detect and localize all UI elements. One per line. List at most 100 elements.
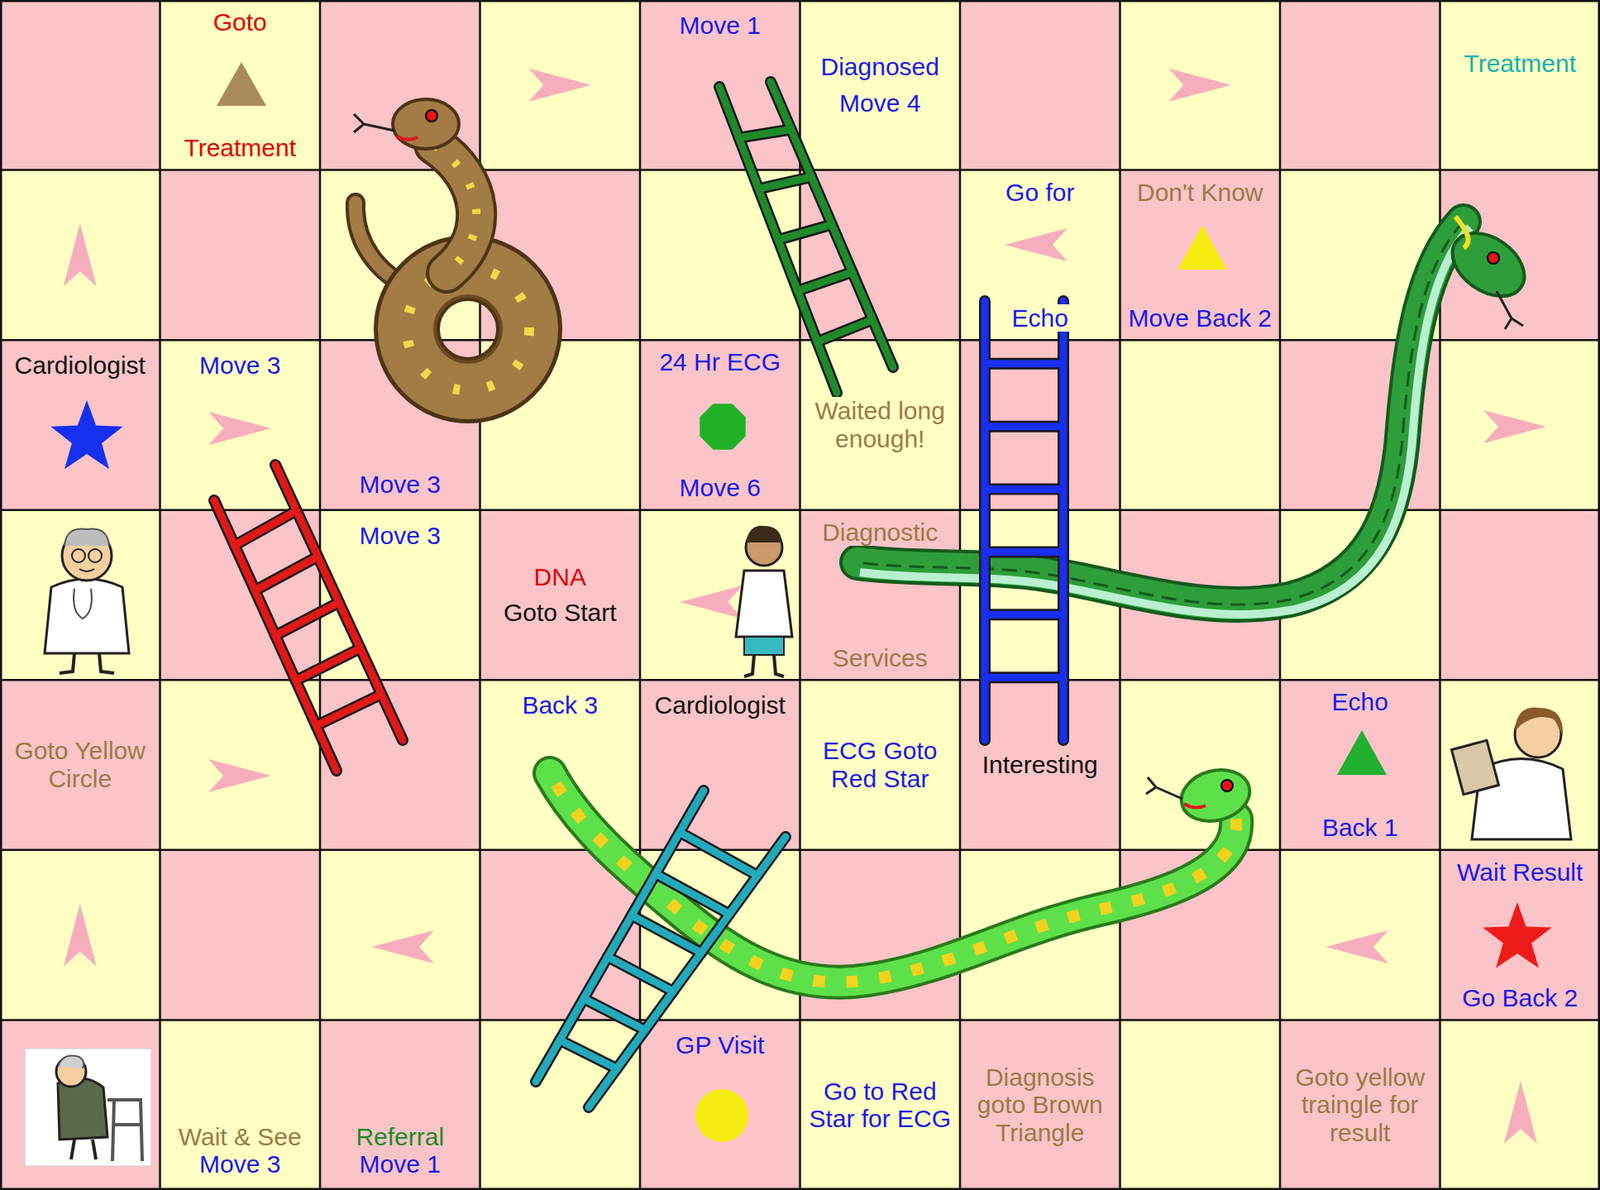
ladder-rail <box>275 464 403 741</box>
nurse-hair <box>1514 707 1563 736</box>
ladder-rung <box>679 831 758 875</box>
snake-mouth <box>1184 803 1206 808</box>
ladder-rung <box>984 358 1064 370</box>
ladder-rung <box>296 648 361 681</box>
brown-snake <box>353 99 530 391</box>
doctor-figure <box>44 528 129 674</box>
ladder-rung <box>315 694 382 726</box>
doctor-legs <box>744 654 784 677</box>
direction-arrow <box>1483 410 1547 444</box>
ladder-rung <box>559 1040 617 1070</box>
ladder-rung <box>631 915 702 953</box>
cell-text: Go Back 2 <box>1459 983 1581 1013</box>
cell-text: Cardiologist <box>12 351 149 380</box>
cell-text: Move 3 <box>196 351 283 380</box>
board-square <box>1440 339 1600 511</box>
snake-head <box>1440 219 1536 309</box>
cell-text: Echo <box>1329 687 1391 717</box>
board-square <box>800 0 961 171</box>
ladder-rung <box>758 176 812 189</box>
green-triangle <box>1337 730 1387 775</box>
ladder-rung <box>254 556 318 591</box>
ladder-rung <box>816 320 873 343</box>
board-cell: Move 3 <box>320 339 481 511</box>
snake-coil <box>406 267 530 391</box>
cell-text: Go to Red Star for ECG <box>804 1077 957 1133</box>
board-square <box>1280 1019 1441 1190</box>
doctor-mouth <box>79 568 95 572</box>
grid-line <box>0 1188 1600 1190</box>
cell-text: Cardiologist <box>652 691 789 720</box>
doctor-glasses <box>71 549 86 563</box>
board-square <box>640 679 801 851</box>
board-square <box>1120 0 1281 171</box>
direction-arrow <box>528 68 592 102</box>
direction-arrow <box>208 759 272 793</box>
cell-text: Goto Start <box>501 598 620 627</box>
ladder-rung <box>234 511 297 546</box>
ladder-rung <box>315 694 382 726</box>
board-square <box>480 0 641 171</box>
cell-text: Wait Result <box>1454 858 1586 887</box>
ladder-rung <box>607 956 674 992</box>
board-square <box>0 679 161 851</box>
ladder-rung <box>778 224 832 241</box>
doctor-skirt <box>744 636 784 655</box>
board-square <box>320 679 481 851</box>
snake-eye <box>425 109 438 122</box>
ladder-rail <box>770 81 894 368</box>
stethoscope <box>73 588 92 619</box>
doctor-coat <box>44 578 129 654</box>
doctor-legs <box>59 653 115 674</box>
board-square <box>160 170 321 341</box>
cell-text: Treatment <box>181 133 299 163</box>
board-square <box>1120 170 1281 341</box>
woman-legs <box>71 1139 96 1160</box>
ladder-rung <box>984 485 1064 493</box>
ladder-rung <box>739 129 792 139</box>
board-square <box>160 339 321 511</box>
board-square <box>1120 679 1281 851</box>
picture-frame <box>24 1048 152 1166</box>
cell-text: Waited long enough! <box>804 396 957 453</box>
board-cell: Diagnosis goto Brown Triangle <box>960 1019 1121 1190</box>
ladder-rung <box>631 915 702 953</box>
cell-text: Move 1 <box>357 1150 444 1179</box>
ladder-rung <box>984 483 1064 496</box>
female-doctor-figure <box>735 525 793 677</box>
green-octagon <box>699 403 746 449</box>
ladder-rung <box>984 422 1064 430</box>
direction-arrow <box>63 223 97 287</box>
board-square <box>1280 679 1441 851</box>
cell-text: Diagnostic <box>819 518 941 547</box>
ladder-rail <box>275 464 403 741</box>
cell-text: Move 6 <box>677 473 764 502</box>
board-square <box>1120 1019 1281 1190</box>
cell-text: Back 1 <box>1319 813 1401 842</box>
walker <box>107 1099 143 1161</box>
board-square <box>160 0 321 171</box>
ladder-rail <box>719 86 837 393</box>
board-cell: ECG Goto Red Star <box>800 679 961 851</box>
ladder-rung <box>984 608 1064 621</box>
snake-tongue <box>1496 291 1524 330</box>
brown-triangle <box>216 62 267 106</box>
board-square <box>960 0 1121 171</box>
board-square <box>1440 170 1600 341</box>
board-cell: Cardiologist <box>640 679 801 851</box>
snake-neck <box>434 144 477 273</box>
cell-text: Move Back 2 <box>1126 304 1275 333</box>
board-square <box>160 850 321 1021</box>
board-cell: DiagnosticServices <box>800 510 961 681</box>
board-cell: Treatment <box>1440 0 1600 171</box>
snake-eye <box>1221 779 1233 792</box>
board-square <box>1280 850 1441 1021</box>
ladder-rung <box>797 272 853 292</box>
board-cell: Back 3 <box>480 679 641 851</box>
board-square <box>1440 1019 1600 1190</box>
ladder-rail <box>719 86 837 393</box>
board-square <box>1440 0 1600 171</box>
ladder-rung <box>254 556 318 591</box>
grid-line <box>0 849 1600 852</box>
direction-arrow <box>208 411 272 445</box>
